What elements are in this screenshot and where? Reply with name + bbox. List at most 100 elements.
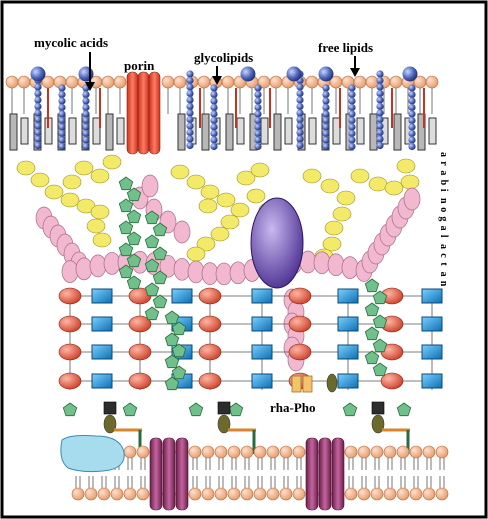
galactan-bead-icon bbox=[201, 262, 219, 285]
mycolic-acid-bead-icon bbox=[34, 122, 42, 130]
peptidoglycan-square-icon bbox=[251, 316, 273, 332]
rhamnose-square-icon bbox=[302, 375, 313, 393]
mycolic-acid-bead-icon bbox=[254, 116, 262, 125]
mycolic-acid-bead-icon bbox=[34, 89, 42, 98]
mycolic-acid-bead-icon bbox=[408, 90, 416, 99]
lipid-head-icon bbox=[161, 75, 175, 89]
transmembrane-protein-icon bbox=[331, 437, 345, 511]
mycolate-tail-block bbox=[417, 113, 426, 151]
galactan-bead-icon bbox=[103, 252, 121, 275]
arrowhead-free-lipids bbox=[350, 68, 360, 77]
mycolic-acid-bead-icon bbox=[210, 116, 218, 125]
mycolic-acid-bead-icon bbox=[210, 84, 218, 92]
arabinose-bead-icon bbox=[90, 168, 110, 184]
lipid-head-icon bbox=[5, 75, 19, 89]
lipid-head-icon bbox=[221, 75, 235, 89]
mycolic-acid-bead-icon bbox=[186, 89, 194, 98]
transmembrane-protein-icon bbox=[318, 437, 332, 511]
lipid-head-icon bbox=[123, 487, 137, 501]
galactan-bead-icon bbox=[187, 260, 205, 284]
mycolic-acid-bead-icon bbox=[210, 90, 218, 99]
arabinose-bead-icon bbox=[336, 190, 356, 206]
green-pentagon-icon bbox=[372, 290, 388, 305]
lipid-head-icon bbox=[292, 445, 306, 459]
rhamnose-square-icon bbox=[291, 375, 302, 393]
mycolic-acid-bead-icon bbox=[296, 141, 304, 150]
lipid-head-icon bbox=[305, 75, 319, 89]
mycolic-acid-bead-icon bbox=[348, 123, 356, 131]
mycolic-acid-bead-icon bbox=[254, 123, 262, 131]
mycolic-head-bead-icon bbox=[318, 66, 334, 82]
arabinose-bead-icon bbox=[90, 204, 110, 220]
arabinose-bead-icon bbox=[16, 160, 36, 176]
mycolic-acid-bead-icon bbox=[186, 115, 194, 124]
mycolic-acid-bead-icon bbox=[408, 84, 416, 92]
green-pentagon-icon bbox=[126, 209, 142, 224]
mycolic-acid-bead-icon bbox=[322, 103, 330, 112]
mycolic-acid-bead-icon bbox=[322, 129, 330, 138]
mycolic-acid-bead-icon bbox=[34, 109, 42, 117]
mycolic-acid-bead-icon bbox=[210, 136, 218, 144]
mycolic-acid-bead-icon bbox=[186, 70, 194, 78]
peptidoglycan-square-icon bbox=[337, 316, 359, 332]
mycolic-acid-bead-icon bbox=[254, 136, 262, 144]
peptidoglycan-ring-icon bbox=[380, 372, 404, 390]
membrane-blob-icon bbox=[60, 435, 125, 473]
lipid-head-icon bbox=[389, 75, 403, 89]
lipid-head-icon bbox=[292, 487, 306, 501]
lipid-head-icon bbox=[214, 445, 228, 459]
mycolate-tail-block bbox=[260, 117, 269, 145]
mycolic-acid-bead-icon bbox=[408, 97, 416, 105]
mycolic-acid-bead-icon bbox=[296, 83, 304, 91]
peptidoglycan-square-icon bbox=[421, 373, 443, 389]
arabinogalactan-letter: i bbox=[438, 189, 449, 192]
green-pentagon-icon bbox=[62, 402, 78, 417]
green-pentagon-icon bbox=[164, 310, 180, 325]
galactan-bead-icon bbox=[89, 254, 107, 278]
arabinose-bead-icon bbox=[230, 202, 250, 218]
mycolic-acid-bead-icon bbox=[82, 116, 90, 125]
label-glycolipids: glycolipids bbox=[194, 50, 253, 65]
lipid-head-icon bbox=[197, 75, 211, 89]
lipid-head-icon bbox=[214, 487, 228, 501]
galactan-bead-icon bbox=[173, 220, 191, 244]
green-pentagon-icon bbox=[342, 402, 358, 417]
mycolic-acid-bead-icon bbox=[210, 142, 218, 151]
galactan-bead-icon bbox=[141, 174, 159, 198]
mycolic-acid-bead-icon bbox=[296, 128, 304, 137]
green-pentagon-icon bbox=[152, 222, 168, 237]
mycolic-acid-bead-icon bbox=[58, 129, 66, 138]
mycolic-acid-bead-icon bbox=[210, 123, 218, 131]
arabinose-bead-icon bbox=[86, 218, 106, 234]
arabinose-bead-icon bbox=[368, 176, 388, 192]
mycolic-acid-bead-icon bbox=[376, 135, 384, 143]
mycolic-head-bead-icon bbox=[30, 66, 46, 82]
mycolic-acid-bead-icon bbox=[58, 136, 66, 144]
arabinose-bead-icon bbox=[396, 158, 416, 174]
green-pentagon-icon bbox=[171, 321, 187, 336]
green-pentagon-icon bbox=[364, 350, 380, 365]
green-pentagon-icon bbox=[364, 278, 380, 293]
peptidoglycan-square-icon bbox=[337, 288, 359, 304]
green-pentagon-icon bbox=[144, 210, 160, 225]
mycolic-acid-bead-icon bbox=[376, 96, 384, 104]
arabinose-bead-icon bbox=[196, 236, 216, 252]
green-pentagon-icon bbox=[126, 231, 142, 246]
galactan-bead-icon bbox=[173, 257, 191, 281]
mycolic-acid-bead-icon bbox=[348, 110, 356, 118]
green-pentagon-icon bbox=[188, 402, 204, 417]
green-pentagon-icon bbox=[126, 275, 142, 290]
lipid-head-icon bbox=[65, 75, 79, 89]
label-free-lipids: free lipids bbox=[318, 40, 373, 55]
peptidoglycan-square-icon bbox=[421, 344, 443, 360]
peptidoglycan-ring-icon bbox=[58, 372, 82, 390]
arabinogalactan-letter: n bbox=[438, 198, 449, 204]
peptidoglycan-ring-icon bbox=[198, 287, 222, 305]
mycolate-tail-block bbox=[393, 113, 402, 151]
porin-channel-icon bbox=[126, 71, 139, 155]
peptidoglycan-ring-icon bbox=[58, 315, 82, 333]
mycolate-tail-block bbox=[356, 117, 365, 145]
